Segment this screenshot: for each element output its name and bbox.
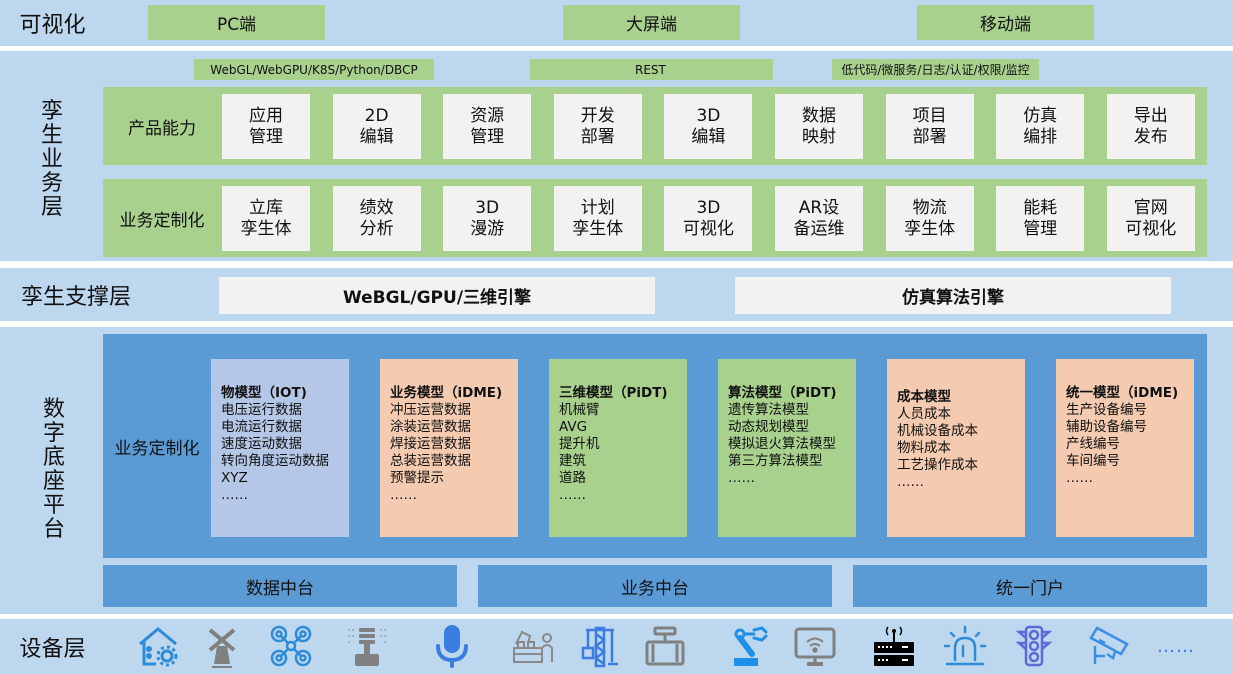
- product-capability-item: 项目 部署: [885, 94, 974, 159]
- digital-base-platform-title-text: 数字底座平台: [42, 397, 65, 542]
- network-router-icon: [872, 624, 916, 668]
- model-card-title: 三维模型（PiDT): [559, 385, 668, 401]
- model-card-item: ……: [390, 487, 417, 503]
- product-capability-item: 导出 发布: [1106, 94, 1195, 159]
- support-item-webgl-engine: WeBGL/GPU/三维引擎: [219, 277, 655, 314]
- model-card-item: ……: [728, 470, 755, 486]
- model-card-title: 成本模型: [897, 389, 951, 405]
- product-capability-item: 2D 编辑: [332, 94, 421, 159]
- model-card-title: 业务模型（iDME): [390, 385, 503, 401]
- model-card-item: 机械设备成本: [897, 423, 978, 439]
- microphone-icon: [430, 624, 474, 668]
- business-customization-item: 计划 孪生体: [553, 186, 642, 251]
- model-card-item: 工艺操作成本: [897, 457, 978, 473]
- model-card-item: 电压运行数据: [221, 402, 302, 418]
- model-card-item: 速度运动数据: [221, 436, 302, 452]
- traffic-light-icon: [1012, 624, 1056, 668]
- model-card-item: 电流运行数据: [221, 419, 302, 435]
- business-customization-item: 3D 可视化: [664, 186, 753, 251]
- visualization-item-big-screen: 大屏端: [563, 5, 740, 40]
- product-capability-item: 应用 管理: [222, 94, 310, 159]
- product-capability-item: 数据 映射: [775, 94, 863, 159]
- middle-platform-business: 业务中台: [478, 565, 832, 607]
- business-customization-item: 立库 孪生体: [222, 186, 310, 251]
- product-capability-label: 产品能力: [128, 118, 196, 139]
- model-card-item: 产线编号: [1066, 436, 1120, 452]
- product-capability-item: 资源 管理: [443, 94, 532, 159]
- model-card-title: 算法模型（PiDT): [728, 385, 837, 401]
- visualization-layer-title: 可视化: [19, 13, 86, 38]
- business-customization-item: AR设 备运维: [775, 186, 863, 251]
- product-capability-item: 3D 编辑: [664, 94, 753, 159]
- business-customization-item: 官网 可视化: [1106, 186, 1195, 251]
- model-card-item: 遗传算法模型: [728, 402, 809, 418]
- twin-support-layer-title: 孪生支撑层: [20, 284, 131, 310]
- model-card-title: 统一模型（iDME): [1066, 385, 1179, 401]
- sprinkler-icon: [345, 624, 389, 668]
- product-capability-item: 仿真 编排: [996, 94, 1085, 159]
- twin-business-layer-title-text: 孪生业务层: [40, 99, 63, 220]
- business-customization-item: 3D 漫游: [443, 186, 532, 251]
- model-card-item: 人员成本: [897, 406, 951, 422]
- model-card-item: ……: [1066, 470, 1093, 486]
- business-customization-item: 能耗 管理: [996, 186, 1085, 251]
- model-card: 统一模型（iDME)生产设备编号辅助设备编号产线编号车间编号……: [1056, 359, 1194, 537]
- business-customization-label: 业务定制化: [119, 210, 205, 231]
- device-layer-title: 设备层: [19, 636, 86, 662]
- model-card-item: 物料成本: [897, 440, 951, 456]
- model-card-item: 转向角度运动数据: [221, 453, 329, 469]
- tech-tag-webgl: WebGL/WebGPU/K8S/Python/DBCP: [194, 59, 434, 80]
- business-customization-item: 绩效 分析: [332, 186, 421, 251]
- product-capability-item: 开发 部署: [553, 94, 642, 159]
- model-card-item: 道路: [559, 470, 586, 486]
- visualization-item-mobile: 移动端: [917, 5, 1094, 40]
- model-card-item: 第三方算法模型: [728, 453, 823, 469]
- business-customization-item: 物流 孪生体: [885, 186, 974, 251]
- industrial-machine-icon: [643, 624, 687, 668]
- model-card-item: 动态规划模型: [728, 419, 809, 435]
- model-card-item: 辅助设备编号: [1066, 419, 1147, 435]
- model-card-item: 总装运营数据: [390, 453, 471, 469]
- model-card-item: 冲压运营数据: [390, 402, 471, 418]
- middle-platform-data: 数据中台: [103, 565, 457, 607]
- model-card: 成本模型人员成本机械设备成本物料成本工艺操作成本……: [887, 359, 1025, 537]
- model-card-item: ……: [559, 487, 586, 503]
- model-card-item: 机械臂: [559, 402, 600, 418]
- model-card-item: 模拟退火算法模型: [728, 436, 836, 452]
- visualization-item-pc: PC端: [148, 5, 325, 40]
- model-card-item: AVG: [559, 419, 588, 435]
- model-card-item: 生产设备编号: [1066, 402, 1147, 418]
- model-card-item: 建筑: [559, 453, 586, 469]
- twin-business-layer-title: 孪生业务层: [36, 90, 68, 230]
- model-card-item: 焊接运营数据: [390, 436, 471, 452]
- model-card-item: 预警提示: [390, 470, 444, 486]
- model-card: 业务模型（iDME)冲压运营数据涂装运营数据焊接运营数据总装运营数据预警提示……: [380, 359, 518, 537]
- alarm-light-icon: [943, 624, 987, 668]
- windmill-icon: [200, 624, 244, 668]
- factory-worker-icon: [510, 624, 554, 668]
- tech-tag-rest: REST: [530, 59, 773, 80]
- tech-tag-lowcode: 低代码/微服务/日志/认证/权限/监控: [832, 59, 1039, 80]
- digital-customization-label: 业务定制化: [114, 438, 200, 459]
- tower-crane-icon: [578, 624, 622, 668]
- model-card: 算法模型（PiDT)遗传算法模型动态规划模型模拟退火算法模型第三方算法模型……: [718, 359, 856, 537]
- drone-icon: [269, 624, 313, 668]
- model-card-item: ……: [221, 487, 248, 503]
- robot-arm-icon: [728, 624, 772, 668]
- model-card-title: 物模型（IOT): [221, 385, 307, 401]
- middle-platform-portal: 统一门户: [853, 565, 1207, 607]
- model-card-item: XYZ: [221, 470, 248, 486]
- wifi-monitor-icon: [793, 624, 837, 668]
- model-card-item: 提升机: [559, 436, 600, 452]
- device-more-ellipsis: ……: [1157, 635, 1195, 657]
- support-item-simulation-engine: 仿真算法引擎: [735, 277, 1171, 314]
- model-card-item: 涂装运营数据: [390, 419, 471, 435]
- cctv-camera-icon: [1085, 624, 1129, 668]
- model-card-item: ……: [897, 474, 924, 490]
- digital-base-platform-title: 数字底座平台: [38, 390, 70, 550]
- model-card-item: 车间编号: [1066, 453, 1120, 469]
- smart-home-icon: [136, 624, 180, 668]
